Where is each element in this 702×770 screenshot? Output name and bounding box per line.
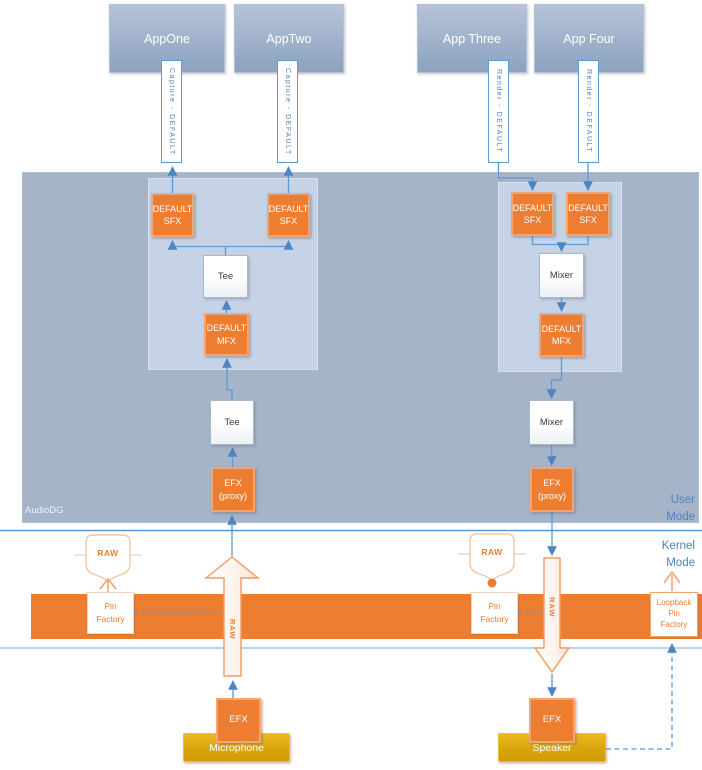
stream-label-capture-default-1: Capture - DEFAULT [161,60,182,163]
signal-connectors [134,163,677,750]
node-label: DEFAULT SFX [568,202,608,225]
node-label: DEFAULT MFX [541,323,582,346]
stream-text: Capture - DEFAULT [284,67,291,156]
raw-text: RAW [547,596,557,618]
node-label: Loopback Pin Factory [656,598,692,629]
capture-efx-proxy-box: EFX (proxy) [211,467,255,512]
capture-raw-stream-arrow [204,556,260,677]
node-label: EFX [542,714,562,726]
capture-tee-lower-box: Tee [210,400,254,445]
microphone-efx-box: EFX [216,698,261,743]
stream-label-capture-default-2: Capture - DEFAULT [277,60,298,163]
node-label: Pin Factory [480,600,509,624]
raw-text: RAW [228,618,237,640]
render-mixer-lower-box: Mixer [529,400,574,445]
node-label: DEFAULT SFX [512,202,553,225]
render-sfx-right-box: DEFAULT SFX [566,192,610,236]
loopback-pin-factory-box: Loopback Pin Factory [650,592,698,637]
app-label: AppTwo [266,31,312,46]
node-label: Tee [217,271,234,282]
app-box-appthree: App Three [417,4,527,73]
audiodg-text: AudioDG [25,504,64,516]
render-mfx-box: DEFAULT MFX [539,313,584,357]
node-label: DEFAULT SFX [268,203,309,226]
device-label: Speaker [532,741,572,754]
raw-text: RAW [481,547,503,557]
audiodg-region-label: AudioDG [25,502,105,518]
speaker-efx-box: EFX [529,698,575,743]
kernel-mode-label: Kernel Mode [595,538,695,572]
render-raw-pin-shape [458,533,526,584]
pin-factory-to-pin-arrow [99,577,117,592]
stream-label-render-default-1: Render - DEFAULT [488,60,509,163]
device-label: Microphone [209,741,264,754]
raw-text: RAW [97,548,119,558]
audio-driver-band [31,594,702,639]
loopback-up-arrow [663,570,681,591]
user-mode-text: User Mode [666,494,695,523]
render-arrow-raw-text: RAW [544,572,560,642]
capture-raw-pin-label: RAW [86,547,130,559]
app-label: AppOne [144,31,190,46]
stream-text: Render - DEFAULT [495,69,502,154]
kernel-mode-text: Kernel Mode [661,540,695,569]
render-pin-connection-dot [487,578,497,588]
node-label: Pin Factory [96,600,125,624]
render-mixer-upper-box: Mixer [539,253,584,298]
node-label: Tee [224,417,240,428]
node-label: EFX [229,714,248,726]
capture-mfx-box: DEFAULT MFX [204,313,249,356]
capture-sfx-right-box: DEFAULT SFX [267,193,310,237]
app-label: App Four [563,31,615,46]
render-efx-proxy-box: EFX (proxy) [530,467,574,512]
capture-arrow-raw-text: RAW [224,592,241,666]
user-mode-label: User Mode [595,492,695,526]
capture-pin-factory-box: Pin Factory [87,592,134,634]
stream-label-render-default-2: Render - DEFAULT [578,60,599,163]
node-label: DEFAULT MFX [206,323,247,346]
render-sfx-left-box: DEFAULT SFX [511,192,554,236]
node-label: DEFAULT SFX [152,203,193,226]
stream-text: Capture - DEFAULT [168,67,175,156]
node-label: EFX (proxy) [537,478,566,501]
stream-text: Render - DEFAULT [585,69,592,154]
render-raw-pin-label: RAW [470,546,514,558]
capture-tee-upper-box: Tee [203,255,248,298]
render-pin-factory-box: Pin Factory [471,592,518,634]
app-label: App Three [442,31,502,46]
capture-raw-pin-shape [74,534,142,585]
node-label: EFX (proxy) [218,478,247,501]
capture-sfx-left-box: DEFAULT SFX [151,193,194,237]
node-label: Mixer [549,270,574,281]
render-raw-stream-arrow [533,557,571,674]
node-label: Mixer [539,417,564,428]
